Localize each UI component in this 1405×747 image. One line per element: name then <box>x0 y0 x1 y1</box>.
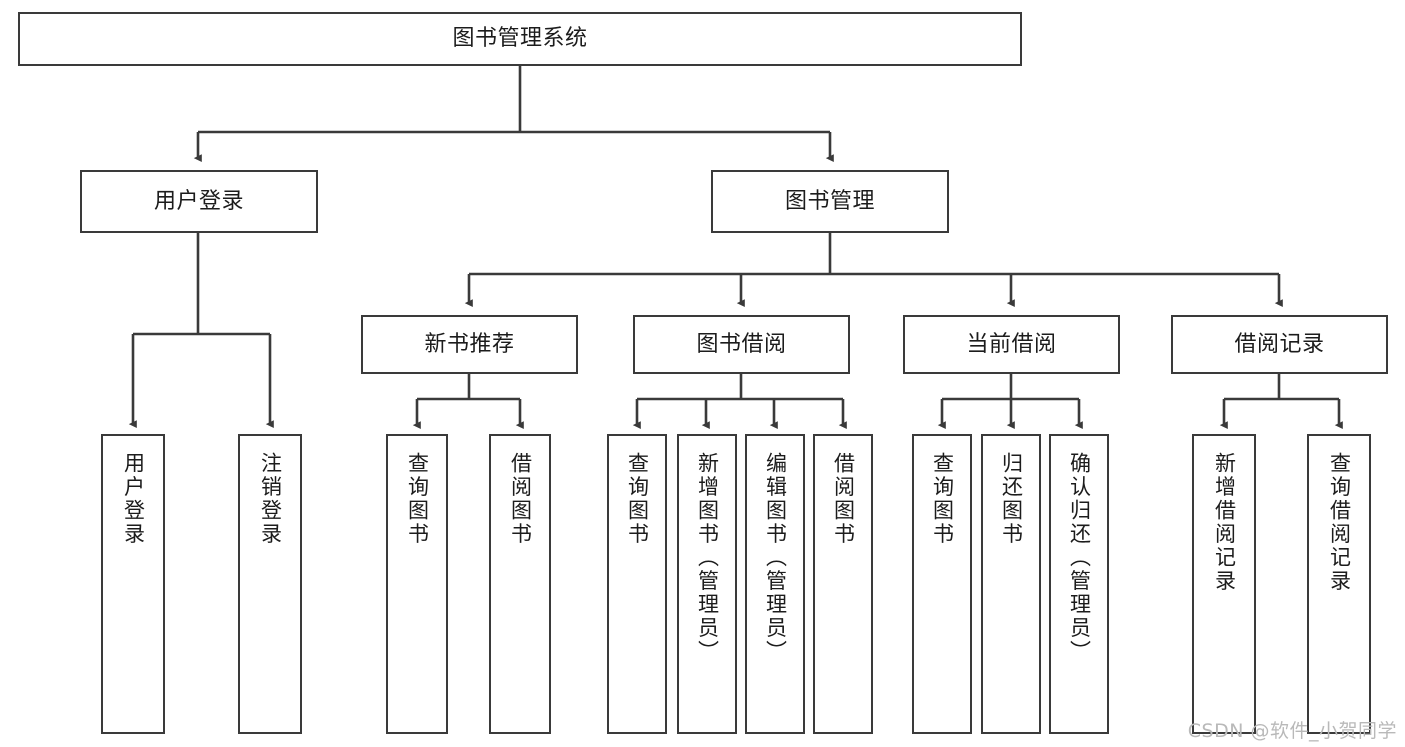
node-label: 用户登录 <box>121 452 146 546</box>
node-label: 编辑图书（管理员） <box>763 452 788 664</box>
leaf-new-book-borrow-books[interactable]: 借阅图书 <box>489 434 551 734</box>
node-label: 借阅记录 <box>1234 331 1325 357</box>
node-label: 查询图书 <box>930 452 955 546</box>
node-label: 查询借阅记录 <box>1327 452 1352 593</box>
node-book-borrowing[interactable]: 图书借阅 <box>633 315 850 374</box>
leaf-user-login-signout[interactable]: 注销登录 <box>238 434 302 734</box>
node-label: 当前借阅 <box>966 331 1057 357</box>
node-book-management[interactable]: 图书管理 <box>711 170 949 233</box>
leaf-record-add-borrow-record[interactable]: 新增借阅记录 <box>1192 434 1256 734</box>
node-label: 借阅图书 <box>508 452 533 546</box>
leaf-current-query-books[interactable]: 查询图书 <box>912 434 972 734</box>
leaf-current-return-books[interactable]: 归还图书 <box>981 434 1041 734</box>
node-user-login[interactable]: 用户登录 <box>80 170 318 233</box>
node-current-borrowing[interactable]: 当前借阅 <box>903 315 1120 374</box>
node-label: 新增借阅记录 <box>1212 452 1237 593</box>
node-label: 图书管理 <box>784 188 875 214</box>
node-label: 查询图书 <box>405 452 430 546</box>
node-label: 图书借阅 <box>696 331 787 357</box>
leaf-borrow-borrow-books[interactable]: 借阅图书 <box>813 434 873 734</box>
node-label: 新书推荐 <box>424 331 515 357</box>
node-label: 归还图书 <box>999 452 1024 546</box>
watermark: CSDN @软件_小贺同学 <box>1187 720 1397 742</box>
node-label: 查询图书 <box>625 452 650 546</box>
leaf-record-query-borrow-record[interactable]: 查询借阅记录 <box>1307 434 1371 734</box>
node-label: 确认归还（管理员） <box>1067 452 1092 664</box>
leaf-borrow-add-book-admin[interactable]: 新增图书（管理员） <box>677 434 737 734</box>
node-label: 注销登录 <box>258 452 283 546</box>
node-root-book-management-system[interactable]: 图书管理系统 <box>18 12 1022 66</box>
leaf-borrow-query-books[interactable]: 查询图书 <box>607 434 667 734</box>
leaf-current-confirm-return-admin[interactable]: 确认归还（管理员） <box>1049 434 1109 734</box>
leaf-user-login-signin[interactable]: 用户登录 <box>101 434 165 734</box>
node-label: 借阅图书 <box>831 452 856 546</box>
node-new-book-recommendation[interactable]: 新书推荐 <box>361 315 578 374</box>
node-label: 用户登录 <box>153 188 244 214</box>
node-borrowing-records[interactable]: 借阅记录 <box>1171 315 1388 374</box>
leaf-borrow-edit-book-admin[interactable]: 编辑图书（管理员） <box>745 434 805 734</box>
leaf-new-book-query-books[interactable]: 查询图书 <box>386 434 448 734</box>
node-label: 图书管理系统 <box>452 26 588 52</box>
node-label: 新增图书（管理员） <box>695 452 720 664</box>
